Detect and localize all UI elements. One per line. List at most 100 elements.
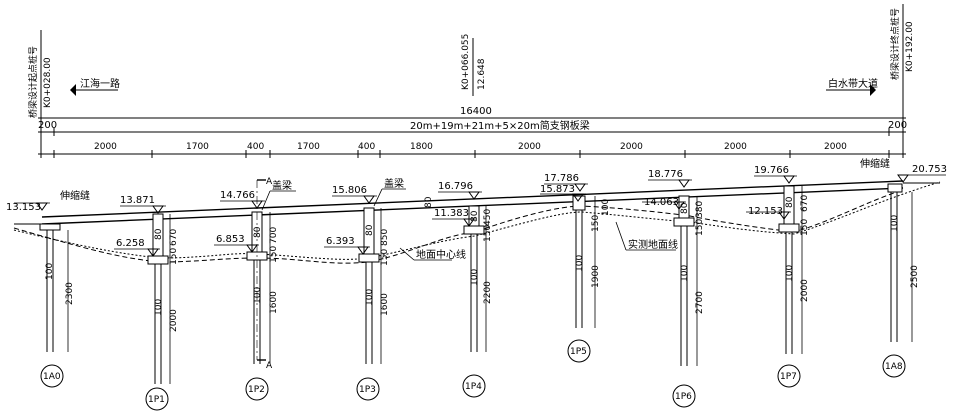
mid-station-elevation: 12.648 [477, 58, 487, 90]
pier-1P5-pile-len: 1900 [591, 265, 601, 288]
pier-1P7-cap-h: 150 [800, 219, 810, 236]
title-dimension: 200 200 20m+19m+21m+5×20m简支钢板梁 [38, 119, 907, 136]
pier-1P5: 100 150 100 1900 1P5 [567, 195, 611, 363]
road-right-label: 白水带大道 [828, 77, 878, 90]
pier-1A0-pile-len: 2300 [65, 282, 75, 305]
elev-marker-2: 14.766 [220, 190, 265, 209]
elev-marker-6: 18.776 [648, 169, 692, 188]
lower-elev-5: 14.063 [644, 197, 679, 208]
elev-marker-5: 17.786 [544, 173, 588, 192]
pier-1P1-dia: 100 [154, 299, 164, 316]
start-station-value: K0+028.00 [43, 57, 53, 108]
span-title: 20m+19m+21m+5×20m简支钢板梁 [410, 119, 590, 132]
pier-1P5-col-h: 100 [601, 199, 611, 216]
deck-elev-2: 14.766 [220, 190, 255, 201]
pier-1P5-label: 1P5 [570, 347, 587, 357]
overhang-left: 200 [38, 120, 57, 131]
mid-station-value: K0+066.055 [461, 34, 471, 90]
span-dimension-chain: 2000 1700 400 1700 400 1800 2000 2000 20… [38, 142, 906, 158]
cap-beam-label-1: 盖梁 [272, 179, 292, 192]
measured-ground-line [13, 181, 941, 260]
pier-1P6-label: 1P6 [675, 392, 692, 402]
elev-marker-4: 16.796 [438, 181, 482, 200]
start-station-label: 桥梁设计起点桩号 [27, 46, 39, 118]
measured-ground-label: 实测地面线 [628, 238, 678, 251]
pier-1P3-pile-len: 1600 [380, 293, 390, 316]
pier-1P3-col-h: 850 [380, 229, 390, 246]
lower-elev-0: 6.258 [116, 238, 145, 249]
pier-1P7-label: 1P7 [780, 372, 797, 382]
road-left-arrow: 江海一路 [70, 77, 120, 96]
pier-1P5-cap-h: 150 [591, 215, 601, 232]
pier-1P2-dia: 100 [253, 287, 263, 304]
road-right-arrow: 白水带大道 [826, 77, 878, 96]
pier-1P3-cap-h: 150 [380, 249, 390, 266]
span-dim-9: 2000 [724, 142, 747, 152]
pier-1P4-cap-h: 150 [483, 225, 493, 242]
pier-1P1-cap-h: 150 [169, 248, 179, 265]
span-dim-1: 2000 [94, 142, 117, 152]
elev-marker-0: 13.153 [6, 202, 50, 213]
pier-1A8: 100 2500 1A8 [882, 183, 920, 378]
lower-elev-3: 11.383 [434, 208, 469, 219]
pier-1P2-cap-h: 150 [269, 246, 279, 263]
deck-elev-8: 20.753 [912, 164, 947, 175]
overall-dimension: 16400 [38, 106, 906, 122]
section-cut-a: A A [256, 177, 273, 371]
pier-1P6-cap-h: 150 [695, 219, 705, 236]
span-dim-2: 1700 [186, 142, 209, 152]
pier-1P7: 80 670 150 100 2000 1P7 [777, 185, 810, 388]
deck-elev-5: 17.786 [544, 173, 579, 184]
pier-1P2-label: 1P2 [248, 385, 265, 395]
pier-1P4-col-dia: 80 [470, 210, 480, 222]
expansion-joint-left: 伸缩缝 [60, 189, 90, 202]
span-dim-5: 400 [358, 142, 375, 152]
pier-1A8-pile-len: 2500 [910, 265, 920, 288]
deck-elev-4: 16.796 [438, 181, 473, 192]
pier-1P2-pile-len: 1600 [269, 291, 279, 314]
pier-1P6: 80 380 150 100 2700 1P6 [672, 195, 705, 408]
lower-elev-1: 6.853 [216, 234, 245, 245]
elev-marker-1: 13.871 [120, 195, 166, 214]
lower-elevations: 6.258 6.853 6.393 11.383 15.873 14.063 [114, 184, 791, 257]
span-dim-8: 2000 [620, 142, 643, 152]
start-station-marker: 桥梁设计起点桩号 K0+028.00 [27, 30, 53, 150]
pier-1P3-dia: 100 [365, 289, 375, 306]
deck-elev-3: 15.806 [332, 185, 367, 196]
end-station-label: 桥梁设计终点桩号 [889, 8, 901, 80]
end-station-value: K0+192.00 [905, 21, 915, 72]
pier-1P2-col-dia: 80 [253, 226, 263, 238]
pier-1P7-pile-len: 2000 [800, 279, 810, 302]
pier-1P1-pile-len: 2000 [169, 309, 179, 332]
span-dim-4: 1700 [297, 142, 320, 152]
pier-1P2: 80 700 150 100 1600 1P2 [245, 211, 279, 401]
pier-1P5-dia: 100 [575, 255, 585, 272]
span-dim-6: 1800 [410, 142, 433, 152]
pier-1P1: 80 670 150 100 2000 1P1 [145, 213, 179, 411]
pier-1P4-pile-len: 2200 [483, 281, 493, 304]
mid-station-marker: K0+066.055 12.648 [461, 34, 487, 96]
pier-1A0-label: 1A0 [43, 372, 61, 382]
pier-1A8-dia: 100 [890, 215, 900, 232]
total-length: 16400 [460, 106, 492, 117]
pier-1P1-col-dia: 80 [154, 228, 164, 240]
cap-beam-label-2: 盖梁 [384, 177, 404, 190]
pier-1P6-col-h: 380 [695, 201, 705, 218]
deck-elevations: 13.153 13.871 14.766 15.806 16.796 17.78… [6, 164, 947, 214]
end-station-marker: 桥梁设计终点桩号 K0+192.00 [889, 4, 915, 150]
span-dim-3: 400 [247, 142, 264, 152]
ground-centerline-label: 地面中心线 [416, 248, 466, 261]
deck-elev-7: 19.766 [754, 165, 789, 176]
pier-1P6-pile-len: 2700 [695, 291, 705, 314]
overhang-right: 200 [888, 120, 907, 131]
pier-1P1-col-h: 670 [169, 229, 179, 246]
pier-1P7-dia: 100 [785, 265, 795, 282]
lower-elev-2: 6.393 [326, 236, 355, 247]
deck-elev-0: 13.153 [6, 202, 41, 213]
road-left-label: 江海一路 [80, 77, 120, 90]
pier-1A0-dia: 100 [45, 263, 55, 280]
pier-1P4-col-h: 450 [483, 209, 493, 226]
pier-1P3-label: 1P3 [359, 385, 376, 395]
pier-1P7-col-h: 670 [800, 195, 810, 212]
